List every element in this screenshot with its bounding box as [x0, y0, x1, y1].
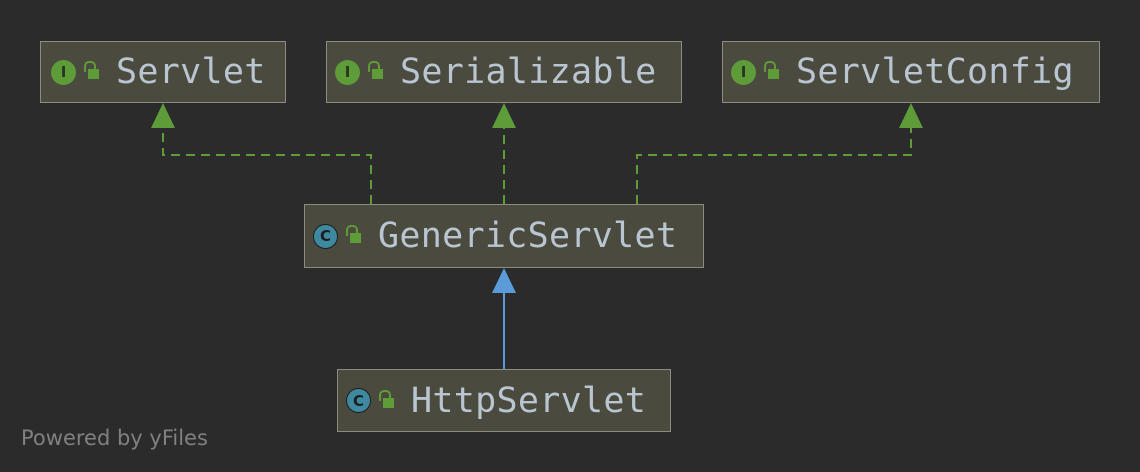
node-servlet[interactable]: I Servlet	[40, 41, 286, 103]
node-servlet-config[interactable]: I ServletConfig	[722, 41, 1100, 103]
node-serializable[interactable]: I Serializable	[326, 41, 682, 103]
unlock-icon	[346, 225, 366, 247]
node-label: HttpServlet	[411, 380, 647, 421]
arrowhead-generic_servlet-to-servlet_config	[899, 103, 923, 128]
node-http-servlet[interactable]: C HttpServlet	[337, 369, 671, 432]
arrowhead-http_servlet-to-generic_servlet	[492, 268, 516, 293]
interface-icon: I	[731, 59, 756, 85]
unlock-icon	[379, 389, 399, 412]
watermark: Powered by yFiles	[21, 426, 208, 450]
node-generic-servlet[interactable]: C GenericServlet	[304, 204, 704, 268]
node-label: ServletConfig	[796, 52, 1074, 92]
abstract-class-icon: C	[346, 388, 371, 413]
arrowhead-generic_servlet-to-serializable	[492, 103, 516, 128]
interface-icon: I	[335, 59, 360, 85]
node-label: GenericServlet	[378, 216, 678, 256]
node-label: Serializable	[400, 52, 657, 92]
unlock-icon	[764, 61, 784, 83]
edge-implements-generic_servlet-to-servlet_config	[636, 128, 912, 204]
arrowhead-generic_servlet-to-servlet	[151, 103, 175, 128]
node-label: Servlet	[116, 52, 266, 92]
edge-implements-generic_servlet-to-servlet	[162, 128, 372, 204]
abstract-class-icon: C	[313, 223, 338, 249]
unlock-icon	[84, 61, 104, 83]
interface-icon: I	[51, 59, 76, 85]
unlock-icon	[368, 61, 388, 83]
